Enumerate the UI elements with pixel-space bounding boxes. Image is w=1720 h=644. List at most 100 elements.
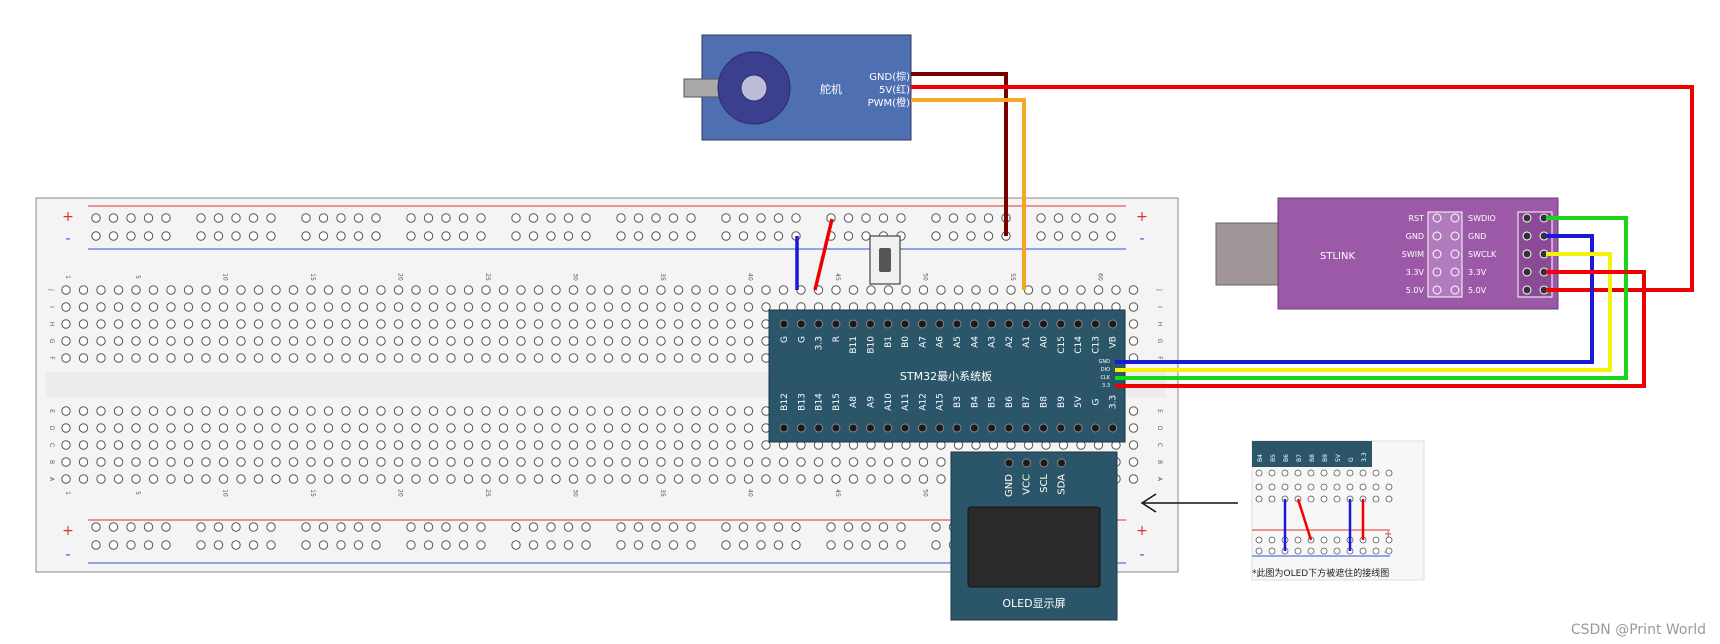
column-number: 20 — [397, 273, 404, 281]
breadboard-hole — [848, 285, 859, 295]
column-number: 15 — [309, 489, 316, 497]
stm32-pin — [952, 319, 962, 329]
stlink-right-pin-label: SWDIO — [1468, 214, 1496, 223]
servo-module: 舵机 GND(棕) 5V(红) PWM(橙) — [683, 34, 912, 141]
breadboard-hole — [896, 522, 906, 532]
inset-hole — [1333, 547, 1341, 555]
rail-minus-label: - — [1139, 231, 1144, 247]
breadboard-hole — [533, 457, 544, 467]
breadboard-hole — [218, 285, 229, 295]
breadboard-hole — [358, 406, 369, 416]
breadboard-hole — [498, 457, 509, 467]
breadboard-hole — [201, 336, 211, 346]
breadboard-hole — [441, 213, 451, 223]
breadboard-hole — [988, 285, 999, 295]
row-letter: G — [48, 339, 55, 344]
breadboard-hole — [983, 231, 994, 241]
breadboard-hole — [91, 540, 101, 550]
breadboard-hole — [371, 213, 381, 223]
breadboard-hole — [656, 423, 666, 433]
breadboard-hole — [393, 423, 404, 433]
breadboard-hole — [341, 440, 351, 450]
breadboard-hole — [498, 336, 509, 346]
breadboard-hole — [726, 440, 736, 450]
stm32-top-pin-label: G — [780, 336, 790, 343]
breadboard-hole — [481, 285, 491, 295]
stm32-pin — [1108, 423, 1118, 433]
stm32-bottom-pin-label: A9 — [867, 396, 877, 408]
inset-hole — [1359, 547, 1367, 555]
stlink-label: STLINK — [1320, 251, 1355, 262]
breadboard-hole — [966, 213, 976, 223]
breadboard-hole — [306, 302, 316, 312]
stm32-bottom-pin-label: B9 — [1057, 396, 1067, 408]
breadboard-hole — [201, 353, 211, 363]
stlink-header-box — [1427, 211, 1463, 298]
breadboard-hole — [288, 423, 299, 433]
breadboard-hole — [603, 440, 614, 450]
breadboard-hole — [686, 231, 696, 241]
row-letter: A — [48, 477, 55, 482]
column-number: 55 — [1009, 273, 1016, 281]
breadboard-hole — [411, 353, 421, 363]
breadboard-hole — [236, 423, 246, 433]
breadboard-hole — [651, 231, 661, 241]
breadboard-hole — [1071, 213, 1081, 223]
breadboard-hole — [551, 302, 561, 312]
breadboard-hole — [533, 319, 544, 329]
breadboard-hole — [143, 540, 154, 550]
breadboard-hole — [61, 336, 71, 346]
breadboard-hole — [603, 336, 614, 346]
breadboard-hole — [463, 353, 474, 363]
breadboard-hole — [148, 302, 159, 312]
breadboard-hole — [761, 440, 771, 450]
breadboard-hole — [1076, 285, 1086, 295]
inset-pin-label: B5 — [1270, 454, 1277, 462]
breadboard-hole — [353, 522, 364, 532]
breadboard-hole — [61, 423, 71, 433]
breadboard-hole — [148, 457, 159, 467]
stm32-pin — [1004, 319, 1014, 329]
stm32-pin — [883, 319, 893, 329]
breadboard-hole — [616, 522, 626, 532]
inset-hole — [1359, 483, 1367, 491]
breadboard-hole — [406, 231, 416, 241]
breadboard-hole — [621, 353, 631, 363]
breadboard-hole — [516, 319, 526, 329]
inset-wire-vcc — [1296, 498, 1313, 541]
rail-minus-label: - — [65, 231, 70, 247]
breadboard-hole — [393, 319, 404, 329]
breadboard-hole — [183, 406, 194, 416]
breadboard-hole — [253, 457, 264, 467]
column-number: 20 — [397, 489, 404, 497]
wire-servo-pwm — [911, 98, 1026, 290]
breadboard-hole — [743, 302, 754, 312]
oled-pin — [1039, 458, 1049, 468]
breadboard-hole — [831, 285, 841, 295]
breadboard-hole — [358, 302, 369, 312]
breadboard-hole — [213, 540, 224, 550]
breadboard-hole — [686, 213, 696, 223]
breadboard-hole — [161, 231, 171, 241]
breadboard-hole — [341, 423, 351, 433]
breadboard-hole — [423, 231, 434, 241]
breadboard-hole — [686, 540, 696, 550]
breadboard-hole — [708, 285, 719, 295]
stlink-connector-pin — [1522, 285, 1532, 295]
breadboard-hole — [883, 474, 894, 484]
breadboard-hole — [656, 302, 666, 312]
breadboard-hole — [288, 440, 299, 450]
breadboard-hole — [603, 423, 614, 433]
stm32-pin — [779, 423, 789, 433]
breadboard-hole — [323, 285, 334, 295]
rail-plus-label: + — [1136, 209, 1148, 225]
breadboard-hole — [651, 540, 661, 550]
breadboard-hole — [161, 213, 171, 223]
breadboard-hole — [796, 457, 806, 467]
inset-hole — [1294, 469, 1302, 477]
breadboard-hole — [743, 336, 754, 346]
breadboard-hole — [621, 302, 631, 312]
inset-hole — [1255, 536, 1263, 544]
breadboard-hole — [1106, 231, 1116, 241]
